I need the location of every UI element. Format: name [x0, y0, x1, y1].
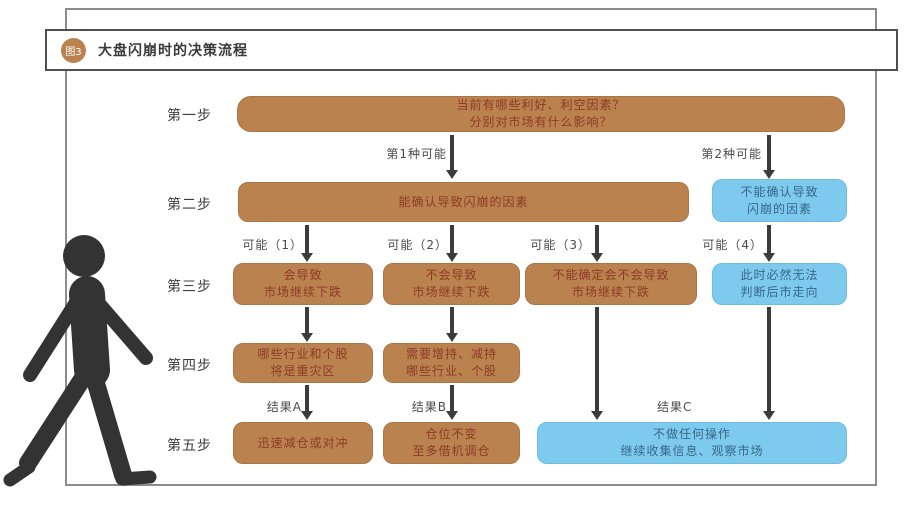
box-line: 能确认导致闪崩的因素 [398, 194, 529, 209]
box-line: 迅速减仓或对冲 [257, 435, 349, 450]
arrow-down [590, 307, 603, 420]
box-line: 判断后市走向 [740, 285, 819, 299]
box-line: 分别对市场有什么影响？ [469, 115, 613, 129]
arrow-down [300, 307, 313, 342]
box-step1-factors: 当前有哪些利好、利空因素？ 分别对市场有什么影响？ [237, 96, 845, 132]
box-line: 哪些行业和个股 [257, 347, 349, 361]
box-line: 哪些行业、个股 [405, 364, 497, 378]
box-step5-no-action: 不做任何操作 继续收集信息、观察市场 [537, 422, 847, 464]
branch-label-first: 第1种可能 [386, 147, 447, 161]
possibility-label-1: 可能（1） [242, 238, 303, 252]
box-line: 不能确定会不会导致 [552, 268, 670, 282]
box-step2-unconfirmed: 不能确认导致 闪崩的因素 [712, 179, 847, 222]
step-label-3: 第三步 [167, 279, 212, 295]
box-line: 不做任何操作 [652, 427, 731, 441]
box-line: 至多借机调仓 [412, 444, 491, 458]
box-step3-cannot-judge: 此时必然无法 判断后市走向 [712, 263, 847, 305]
arrow-down [445, 385, 458, 420]
branch-label-second: 第2种可能 [701, 147, 762, 161]
step-label-5: 第五步 [167, 438, 212, 454]
arrow-down [590, 225, 603, 262]
possibility-label-3: 可能（3） [530, 238, 591, 252]
possibility-label-4: 可能（4） [702, 238, 763, 252]
box-line: 不能确认导致 [740, 184, 819, 199]
content-frame [65, 8, 877, 486]
arrow-down [300, 225, 313, 262]
box-line: 此时必然无法 [740, 268, 819, 282]
box-line: 需要增持、减持 [405, 347, 497, 361]
step-label-1: 第一步 [167, 108, 212, 124]
box-step4-adjust-positions: 需要增持、减持 哪些行业、个股 [383, 343, 520, 383]
possibility-label-2: 可能（2） [387, 238, 448, 252]
box-step3-will-fall: 会导致 市场继续下跌 [233, 263, 373, 305]
result-label-a: 结果A [266, 400, 302, 414]
arrow-down [445, 307, 458, 342]
step-label-4: 第四步 [167, 358, 212, 374]
box-line: 会导致 [283, 268, 323, 282]
box-step3-uncertain: 不能确定会不会导致 市场继续下跌 [525, 263, 697, 305]
walking-person-icon [3, 235, 157, 487]
box-step2-confirmed: 能确认导致闪崩的因素 [238, 182, 689, 222]
box-step5-keep-position: 仓位不变 至多借机调仓 [383, 422, 520, 464]
box-line: 市场继续下跌 [571, 285, 650, 299]
arrow-down [445, 225, 458, 262]
box-line: 闪崩的因素 [746, 201, 812, 216]
box-line: 不会导致 [425, 268, 478, 282]
page-title: 大盘闪崩时的决策流程 [98, 43, 248, 59]
figure-number-badge: 图3 [61, 37, 86, 63]
box-line: 继续收集信息、观察市场 [620, 444, 764, 458]
box-step4-affected-sectors: 哪些行业和个股 将是重灾区 [233, 343, 373, 383]
box-line: 当前有哪些利好、利空因素？ [456, 98, 626, 112]
title-bar: 图3 大盘闪崩时的决策流程 [45, 29, 898, 71]
box-line: 市场继续下跌 [412, 285, 491, 299]
result-label-b: 结果B [411, 400, 447, 414]
arrow-down [762, 135, 775, 179]
arrow-down [762, 307, 775, 420]
result-label-c: 结果C [657, 400, 693, 414]
box-line: 仓位不变 [425, 427, 478, 441]
arrow-down [300, 385, 313, 420]
box-step5-reduce-hedge: 迅速减仓或对冲 [233, 422, 373, 464]
box-line: 市场继续下跌 [263, 285, 342, 299]
box-step3-wont-fall: 不会导致 市场继续下跌 [383, 263, 520, 305]
arrow-down [445, 135, 458, 179]
step-label-2: 第二步 [167, 197, 212, 213]
arrow-down [762, 225, 775, 262]
box-line: 将是重灾区 [270, 364, 336, 378]
